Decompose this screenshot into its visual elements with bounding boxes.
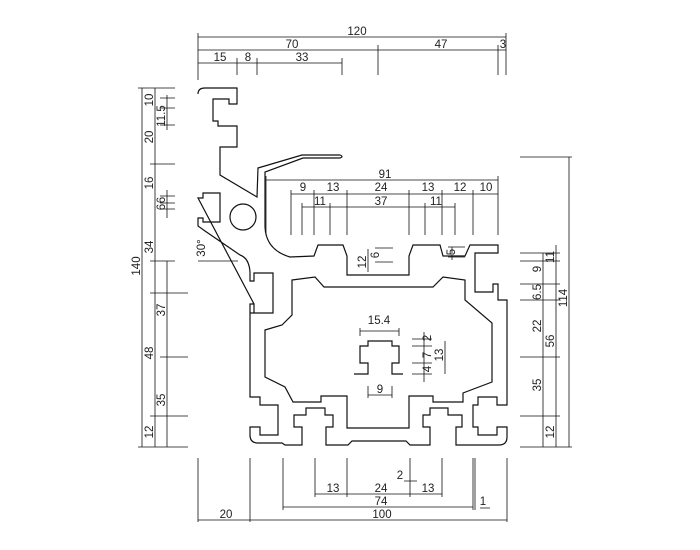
- dim-label: 20: [220, 509, 233, 521]
- dim-label: 2: [422, 335, 434, 341]
- dim-label: 7: [422, 352, 434, 358]
- dim-label: 20: [144, 131, 156, 144]
- dim-label: 24: [375, 182, 388, 194]
- dim-label: 70: [286, 39, 299, 51]
- right-dimension-labels: 11 9 6.5 22 56 114 35 12: [532, 251, 570, 438]
- dim-label: 37: [156, 304, 168, 317]
- dim-label: 47: [435, 39, 448, 51]
- dim-label: 2: [397, 470, 403, 482]
- profile-outer-outline: [197, 87, 508, 446]
- dim-label: 22: [532, 320, 544, 333]
- dim-label: 12: [454, 182, 467, 194]
- dim-label: 13: [434, 349, 446, 362]
- dim-label: 6: [370, 252, 382, 258]
- dim-label: 33: [296, 52, 309, 64]
- dim-label: 114: [558, 288, 570, 307]
- dim-label: 24: [375, 483, 388, 495]
- dim-label: 11.5: [156, 105, 168, 127]
- dim-label: 11: [545, 251, 557, 263]
- dim-label: 120: [347, 26, 366, 38]
- dim-label: 6.5: [532, 284, 544, 300]
- dim-label: 74: [375, 496, 388, 508]
- dim-label: 13: [422, 483, 435, 495]
- dim-label: 37: [375, 196, 388, 208]
- dim-label: 91: [379, 169, 392, 181]
- angle-label: 30°: [196, 239, 208, 256]
- dim-label: 100: [372, 509, 391, 521]
- dim-label: 6: [156, 197, 168, 203]
- dim-label: 12: [144, 426, 156, 439]
- center-t-slot: [354, 340, 403, 375]
- screw-channel-circle: [229, 203, 257, 231]
- dim-label: 3: [500, 39, 506, 51]
- dimension-lines: [138, 33, 572, 522]
- dim-label: 16: [144, 177, 156, 190]
- dim-label: 12: [357, 256, 369, 269]
- bottom-dimension-labels: 2 13 24 13 74 1 20 100: [220, 470, 487, 521]
- profile-inner-cavity: [264, 276, 493, 429]
- dim-label: 5: [446, 249, 458, 255]
- dim-label: 4: [422, 365, 434, 372]
- dim-label: 8: [245, 52, 251, 64]
- top-dimension-labels: 120 70 47 3 15 8 33: [214, 26, 507, 64]
- dim-label: 13: [422, 182, 435, 194]
- dim-label: 9: [300, 182, 306, 194]
- dim-label: 56: [545, 335, 557, 348]
- dim-label: 34: [144, 240, 156, 253]
- dim-label: 1: [480, 496, 486, 508]
- dim-label: 11: [314, 196, 326, 208]
- dim-label: 13: [327, 483, 340, 495]
- dim-label: 35: [532, 379, 544, 392]
- inner-top-dimension-labels: 91 9 13 24 13 12 10 11 37 11: [300, 169, 493, 208]
- dim-label: 10: [480, 182, 493, 194]
- dim-label: 15.4: [368, 315, 391, 327]
- dim-label: 35: [156, 394, 168, 407]
- inner-dimension-labels: 12 6 5 15.4 2 7 13 4 9: [357, 249, 458, 396]
- dim-label: 6: [156, 204, 168, 210]
- left-dimension-labels: 10 11.5 20 16 6 6 34 140 37 48 35 12 30°: [131, 94, 208, 439]
- dim-label: 9: [532, 266, 544, 272]
- dim-label: 10: [144, 94, 156, 107]
- dim-label: 48: [144, 347, 156, 360]
- dim-label: 9: [377, 384, 383, 396]
- dim-label: 15: [214, 52, 227, 64]
- dim-label: 140: [131, 256, 143, 275]
- dim-label: 13: [327, 182, 340, 194]
- dim-label: 11: [430, 196, 442, 208]
- dim-label: 12: [545, 426, 557, 439]
